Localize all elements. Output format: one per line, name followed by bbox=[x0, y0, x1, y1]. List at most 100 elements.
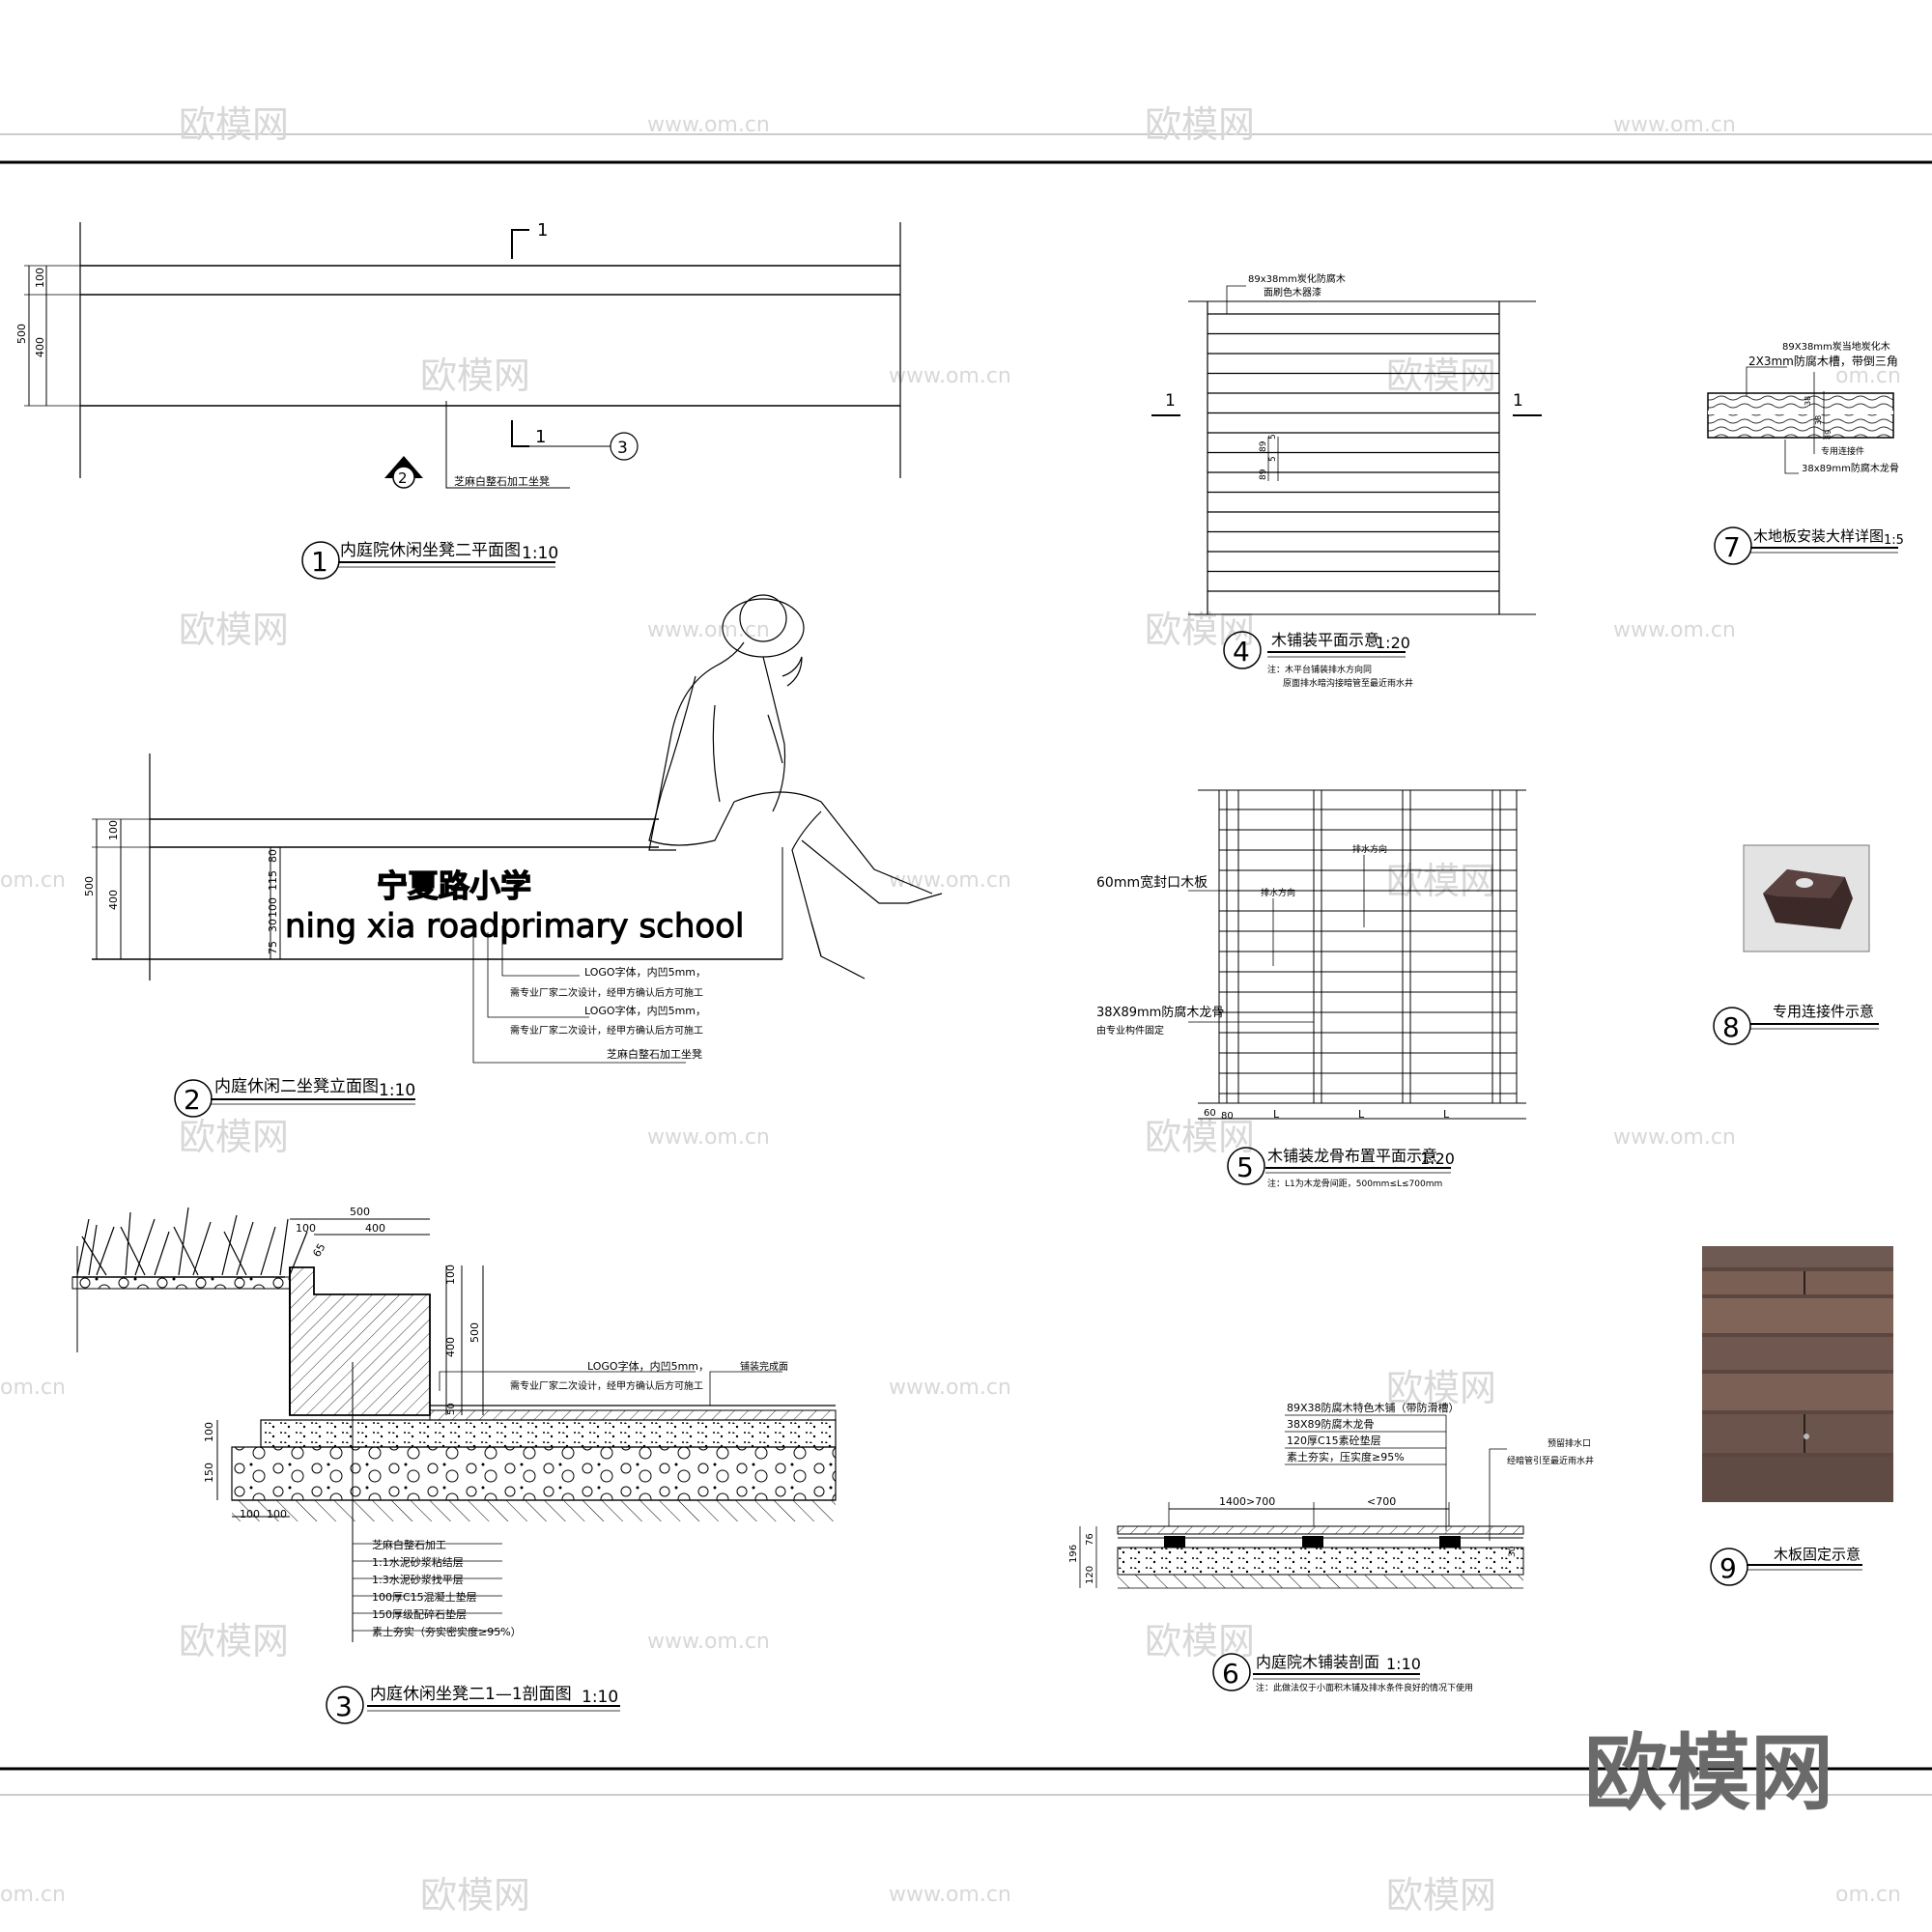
section-mark: 1 bbox=[1513, 391, 1523, 411]
svg-text:铺装完成面: 铺装完成面 bbox=[740, 1360, 788, 1373]
joists bbox=[1218, 790, 1518, 1103]
person-seated-figure bbox=[648, 594, 943, 980]
layer-label: 89X38防腐木特色木铺（带防滑槽） bbox=[1287, 1401, 1460, 1414]
drawing-number: 5 bbox=[1236, 1151, 1254, 1183]
joist-section bbox=[1164, 1536, 1185, 1548]
svg-text:需专业厂家二次设计，经甲方确认后方可施工: 需专业厂家二次设计，经甲方确认后方可施工 bbox=[510, 1379, 703, 1392]
drawing-title: 木地板安装大样详图 bbox=[1753, 527, 1884, 545]
drawing-scale: 1:10 bbox=[1386, 1655, 1421, 1673]
svg-text:89X38mm炭当地炭化木: 89X38mm炭当地炭化木 bbox=[1782, 340, 1890, 353]
watermark-logo: 欧模网 bbox=[420, 355, 530, 397]
drawing-number: 6 bbox=[1222, 1658, 1239, 1690]
drawing-9-board-fixing: 9 木板固定示意 bbox=[1702, 1246, 1893, 1586]
svg-text:75: 75 bbox=[267, 941, 279, 954]
svg-text:由专业构件固定: 由专业构件固定 bbox=[1096, 1024, 1164, 1037]
drawing-number: 9 bbox=[1719, 1552, 1737, 1584]
watermark-logo: 欧模网 bbox=[1386, 1367, 1496, 1409]
watermark-logo: 欧模网 bbox=[420, 1874, 530, 1917]
layer-label: 素土夯实，压实度≥95% bbox=[1287, 1450, 1405, 1463]
svg-text:排水方向: 排水方向 bbox=[1352, 843, 1387, 855]
watermark-logo: 欧模网 bbox=[1386, 1874, 1496, 1917]
svg-text:L: L bbox=[1358, 1108, 1365, 1121]
svg-text:76: 76 bbox=[1085, 1533, 1095, 1546]
svg-text:预留排水口: 预留排水口 bbox=[1548, 1437, 1591, 1449]
svg-text:89: 89 bbox=[1259, 440, 1268, 452]
drawing-scale: 1:20 bbox=[1420, 1150, 1455, 1168]
drawing-number: 1 bbox=[311, 546, 328, 578]
svg-text:100: 100 bbox=[267, 897, 279, 918]
svg-text:需专业厂家二次设计，经甲方确认后方可施工: 需专业厂家二次设计，经甲方确认后方可施工 bbox=[510, 1024, 703, 1037]
svg-text:注：L1为木龙骨间距，500mm≤L≤700mm: 注：L1为木龙骨间距，500mm≤L≤700mm bbox=[1267, 1178, 1442, 1189]
layer-label: 1:3水泥砂浆找平层 bbox=[372, 1573, 464, 1586]
svg-text:60: 60 bbox=[1204, 1108, 1216, 1119]
watermark-logo: 欧模网 bbox=[179, 103, 289, 146]
sign-chinese: 宁夏路小学 bbox=[377, 867, 531, 904]
note: 芝麻白整石加工坐凳 bbox=[454, 474, 550, 488]
svg-text:LOGO字体，内凹5mm，: LOGO字体，内凹5mm， bbox=[587, 1359, 709, 1373]
svg-text:专用连接件: 专用连接件 bbox=[1821, 445, 1864, 457]
drawing-scale: 1:20 bbox=[1376, 634, 1410, 652]
svg-text:38: 38 bbox=[1804, 396, 1812, 406]
svg-text:需专业厂家二次设计，经甲方确认后方可施工: 需专业厂家二次设计，经甲方确认后方可施工 bbox=[510, 986, 703, 999]
watermark-url: om.cn bbox=[1835, 364, 1901, 388]
svg-text:1400>700: 1400>700 bbox=[1219, 1495, 1275, 1508]
svg-text:38X89mm防腐木龙骨: 38X89mm防腐木龙骨 bbox=[1096, 1005, 1224, 1020]
svg-text:89x38mm炭化防腐木: 89x38mm炭化防腐木 bbox=[1248, 272, 1346, 285]
watermark-url: om.cn bbox=[1835, 1883, 1901, 1907]
layer-label: 38X89防腐木龙骨 bbox=[1287, 1417, 1375, 1431]
svg-text:400: 400 bbox=[34, 337, 46, 357]
sheet-border bbox=[0, 133, 1932, 1796]
svg-text:65: 65 bbox=[310, 1241, 327, 1260]
watermark-url: om.cn bbox=[0, 1376, 66, 1400]
svg-text:30: 30 bbox=[1508, 1546, 1518, 1557]
layer-label: 芝麻白整石加工 bbox=[372, 1538, 446, 1551]
drawing-title: 木铺装龙骨布置平面示意 bbox=[1267, 1147, 1437, 1165]
svg-text:115: 115 bbox=[267, 870, 279, 891]
svg-text:L: L bbox=[1273, 1108, 1280, 1121]
deck-boards bbox=[1208, 313, 1499, 592]
joist-section bbox=[1302, 1536, 1323, 1548]
svg-text:2: 2 bbox=[398, 469, 408, 487]
watermark-url: www.om.cn bbox=[1613, 113, 1736, 137]
layer-label: 120厚C15素砼垫层 bbox=[1287, 1434, 1381, 1447]
drawing-1-bench-plan: 500 100 400 1 1 3 2 芝麻白整石加工坐凳 1 内庭院休闲坐凳二… bbox=[15, 220, 901, 580]
watermark-url: www.om.cn bbox=[647, 618, 770, 642]
svg-text:60mm宽封口木板: 60mm宽封口木板 bbox=[1096, 874, 1208, 891]
svg-text:<700: <700 bbox=[1367, 1495, 1396, 1508]
svg-text:5: 5 bbox=[1268, 434, 1278, 440]
svg-text:30: 30 bbox=[267, 919, 279, 932]
watermark-url: www.om.cn bbox=[889, 1883, 1011, 1907]
watermark-logo: 欧模网 bbox=[1386, 860, 1496, 902]
svg-text:注：此做法仅于小面积木铺及排水条件良好的情况下使用: 注：此做法仅于小面积木铺及排水条件良好的情况下使用 bbox=[1256, 1682, 1473, 1693]
drawing-number: 2 bbox=[184, 1084, 201, 1116]
watermark-logo: 欧模网 bbox=[179, 1620, 289, 1662]
svg-text:89: 89 bbox=[1824, 430, 1833, 440]
svg-text:100: 100 bbox=[107, 820, 120, 840]
svg-text:LOGO字体，内凹5mm，: LOGO字体，内凹5mm， bbox=[584, 965, 706, 979]
svg-text:120: 120 bbox=[1085, 1566, 1095, 1584]
drawing-5-joist-layout: 60mm宽封口木板 38X89mm防腐木龙骨 由专业构件固定 排水方向 排水方向… bbox=[1096, 789, 1526, 1189]
watermarks: 欧模网 www.om.cn 欧模网 www.om.cn 欧模网 www.om.c… bbox=[0, 103, 1901, 1917]
svg-text:100: 100 bbox=[267, 1508, 287, 1520]
svg-text:500: 500 bbox=[83, 876, 96, 896]
watermark-url: www.om.cn bbox=[1613, 618, 1736, 642]
section-mark: 1 bbox=[535, 427, 546, 447]
drawing-title: 木铺装平面示意 bbox=[1271, 631, 1379, 649]
drawing-7-install-detail: 38 38 89 89X38mm炭当地炭化木 2X3mm防腐木槽，带倒三角 专用… bbox=[1707, 340, 1904, 565]
drawing-title: 专用连接件示意 bbox=[1773, 1003, 1874, 1020]
drawing-2-bench-elevation: 500 100 400 80 115 100 30 75 宁夏路小学 ning … bbox=[83, 594, 943, 1118]
svg-text:196: 196 bbox=[1068, 1545, 1079, 1563]
drawing-number: 7 bbox=[1723, 531, 1741, 563]
drawing-8-connector: 8 专用连接件示意 bbox=[1713, 844, 1879, 1045]
drawing-number: 3 bbox=[335, 1690, 353, 1722]
watermark-url: www.om.cn bbox=[647, 113, 770, 137]
section-mark: 1 bbox=[1165, 391, 1176, 411]
svg-text:400: 400 bbox=[107, 890, 120, 910]
sign-english: ning xia roadprimary school bbox=[285, 907, 744, 946]
drawing-scale: 1:5 bbox=[1884, 533, 1904, 548]
watermark-logo: 欧模网 bbox=[1145, 1620, 1255, 1662]
svg-text:排水方向: 排水方向 bbox=[1261, 887, 1295, 898]
watermark-logo: 欧模网 bbox=[179, 1116, 289, 1158]
drawing-title: 内庭休闲二坐凳立面图 bbox=[214, 1077, 379, 1096]
